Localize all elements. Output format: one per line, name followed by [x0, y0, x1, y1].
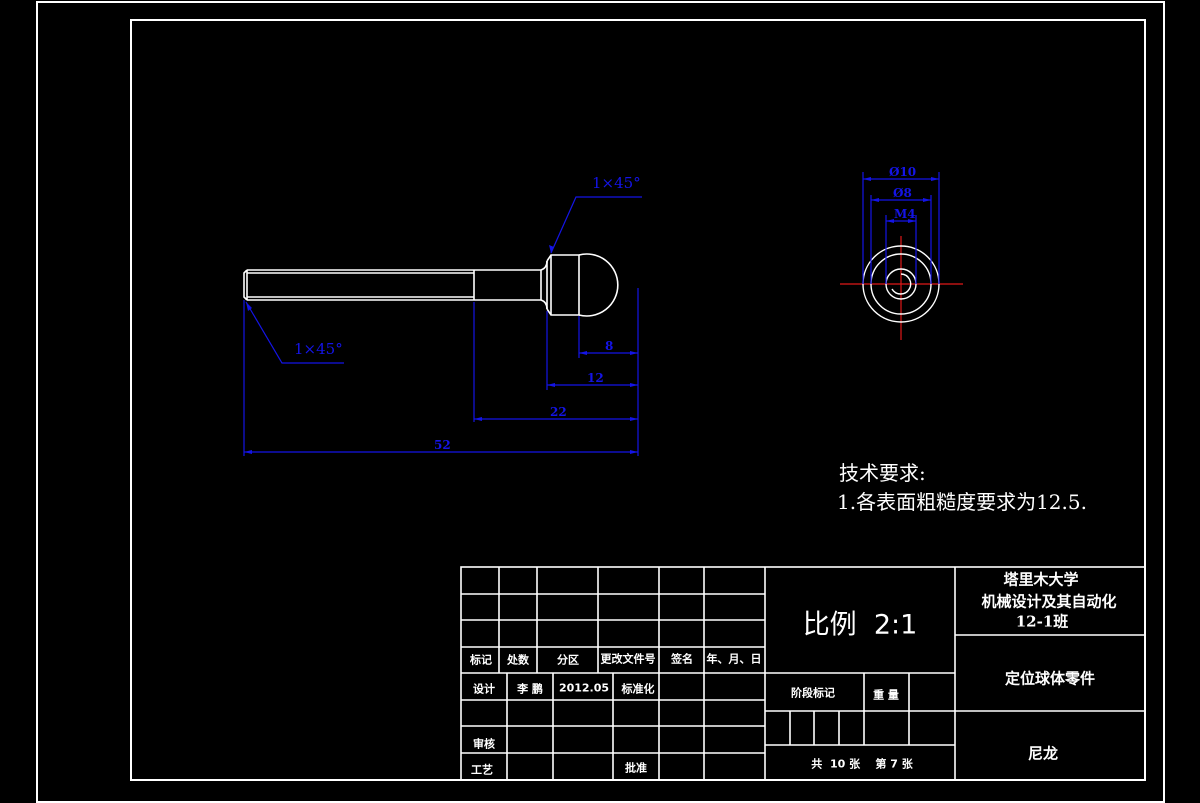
hdr-date: 年、月、日 [706, 652, 762, 666]
hdr-mark: 标记 [470, 653, 492, 667]
dim-outer-diameter: Ø10 [889, 165, 917, 179]
sheet-info: 共 10 张 第 7 张 [811, 757, 913, 771]
dim-unthreaded-length: 22 [550, 405, 567, 419]
review-label: 审核 [473, 737, 495, 751]
hdr-count: 处数 [507, 653, 529, 667]
school-name: 塔里木大学 [1003, 570, 1079, 589]
hdr-zone: 分区 [557, 653, 579, 667]
dim-collar-diameter: Ø8 [893, 186, 912, 200]
dim-thread: M4 [894, 207, 916, 221]
major-name: 机械设计及其自动化 [981, 592, 1117, 611]
standardization-label: 标准化 [621, 682, 655, 696]
tech-requirements-heading: 技术要求: [839, 461, 926, 485]
material: 尼龙 [1027, 744, 1059, 763]
side-view-dimensions [862, 172, 940, 284]
dimension-arrows [244, 245, 638, 454]
weight-label: 重 量 [873, 688, 899, 702]
scale-label: 比例 2:1 [802, 609, 918, 641]
class-name: 12-1班 [1015, 612, 1069, 631]
hdr-signature: 签名 [671, 652, 693, 666]
front-view-outline [243, 253, 619, 317]
tech-requirement-item: 1.各表面粗糙度要求为12.5. [837, 490, 1087, 514]
designer-name: 李 鹏 [517, 682, 543, 696]
dim-ball-length: 8 [605, 339, 614, 353]
approval-label: 批准 [625, 761, 647, 775]
dim-overall-length: 52 [434, 438, 451, 452]
design-date: 2012.05 [558, 681, 610, 695]
hdr-change-doc: 更改文件号 [600, 652, 656, 666]
chamfer-label-bottom: 1×45° [294, 340, 343, 358]
dim-head-length: 12 [587, 371, 604, 385]
title-block-grid [460, 566, 1146, 781]
design-label: 设计 [473, 682, 495, 696]
front-view-dimensions [243, 196, 642, 456]
stage-mark-label: 阶段标记 [791, 686, 835, 700]
chamfer-label-top: 1×45° [592, 174, 641, 192]
part-name: 定位球体零件 [1004, 669, 1096, 688]
side-view-centerlines [840, 236, 963, 340]
process-label: 工艺 [471, 763, 493, 777]
